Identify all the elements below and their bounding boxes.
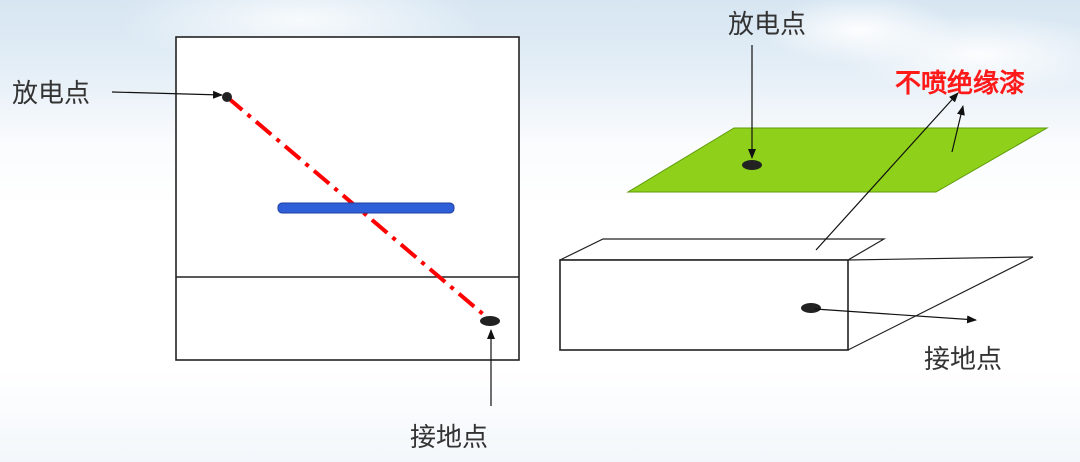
- green-plate: [626, 127, 1049, 193]
- box-ground-dot: [801, 303, 821, 313]
- discharge-point-dot: [222, 92, 232, 102]
- right-discharge-label: 放电点: [728, 10, 806, 40]
- left-discharge-label: 放电点: [12, 79, 90, 109]
- box-top-face: [559, 238, 887, 261]
- no-paint-arrow-1: [815, 92, 959, 251]
- box-front-face: [559, 259, 849, 351]
- ground-pointer-arrow-right: [814, 308, 977, 324]
- no-paint-arrow-2: [951, 105, 965, 153]
- discharge-path-line: [225, 95, 492, 322]
- plate-discharge-dot: [742, 160, 762, 170]
- right-diagram: 放电点 不喷绝缘漆 接地点: [559, 10, 1049, 375]
- left-diagram: 放电点 接地点: [12, 36, 520, 453]
- no-paint-label: 不喷绝缘漆: [895, 68, 1025, 99]
- blue-bar: [277, 202, 455, 214]
- ground-point-dot: [480, 316, 500, 326]
- left-ground-label: 接地点: [410, 423, 488, 453]
- box-side-edge-bottom: [847, 256, 1034, 351]
- discharge-pointer-arrow: [111, 90, 223, 99]
- right-ground-label: 接地点: [924, 345, 1002, 375]
- box-side-edge-top: [847, 256, 1034, 261]
